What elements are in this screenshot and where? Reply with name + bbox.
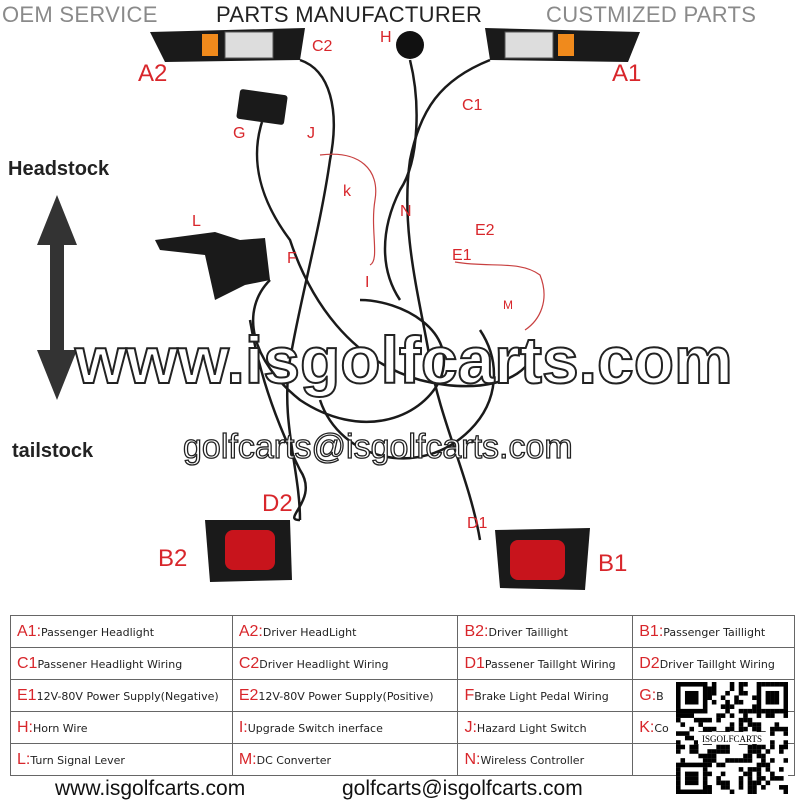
label-a2: A2: [138, 60, 168, 87]
part-code: L:: [17, 750, 31, 768]
part-description: Hazard Light Switch: [476, 721, 587, 735]
label-b2: B2: [158, 545, 188, 572]
part-description: DC Converter: [256, 753, 332, 767]
label-m: M: [503, 298, 513, 312]
label-a1: A1: [612, 60, 642, 87]
part-description: B: [656, 689, 664, 703]
part-code: K:: [639, 718, 655, 736]
wiring-diagram: [37, 28, 640, 590]
wire-harness: [248, 58, 532, 541]
turn-signal-lever: [155, 232, 270, 300]
label-e2: E2: [475, 222, 495, 239]
table-cell: D1Passener Taillght Wiring: [457, 647, 634, 680]
table-cell: C1Passener Headlight Wiring: [10, 647, 233, 680]
headlight-a2: [150, 28, 305, 62]
footer-site: www.isgolfcarts.com: [55, 777, 246, 800]
part-code: G:: [639, 686, 657, 704]
taillight-b1: [495, 528, 590, 590]
table-cell: M:DC Converter: [231, 743, 459, 776]
part-code: C1: [17, 654, 38, 672]
part-description: 12V-80V Power Supply(Negative): [36, 689, 219, 703]
part-code: E1: [17, 686, 37, 704]
label-e1: E1: [452, 247, 472, 264]
part-code: A1:: [17, 622, 42, 640]
part-description: Brake Light Pedal Wiring: [474, 689, 609, 703]
table-cell: FBrake Light Pedal Wiring: [457, 679, 634, 712]
tailstock-label: tailstock: [12, 440, 94, 462]
table-cell: J:Hazard Light Switch: [457, 711, 634, 744]
headstock-label: Headstock: [8, 158, 110, 180]
label-h: H: [380, 29, 392, 46]
label-n: N: [400, 203, 412, 220]
part-code: I:: [238, 718, 248, 736]
part-code: M:: [238, 750, 257, 768]
label-j: J: [307, 125, 315, 142]
part-description: Driver Taillght Wiring: [659, 657, 775, 671]
part-description: Passenger Headlight: [41, 625, 155, 639]
part-code: C2: [238, 654, 260, 672]
footer-email: golfcarts@isgolfcarts.com: [342, 777, 583, 800]
label-f: F: [287, 250, 297, 267]
part-description: Co: [654, 721, 669, 735]
part-description: 12V-80V Power Supply(Positive): [258, 689, 434, 703]
part-code: H:: [17, 718, 33, 736]
table-cell: N:Wireless Controller: [457, 743, 634, 776]
header-parts-manufacturer: PARTS MANUFACTURER: [216, 2, 483, 27]
part-description: Driver Headlight Wiring: [259, 657, 389, 671]
part-description: Driver Taillight: [488, 625, 568, 639]
part-description: Driver HeadLight: [262, 625, 357, 639]
part-code: A2:: [238, 622, 263, 640]
part-description: Passenger Taillight: [663, 625, 766, 639]
label-b1: B1: [598, 550, 628, 577]
label-c1: C1: [462, 97, 483, 114]
table-cell: I:Upgrade Switch inerface: [231, 711, 459, 744]
label-i: I: [365, 274, 370, 291]
part-code: E2: [238, 686, 259, 704]
table-cell: L:Turn Signal Lever: [10, 743, 233, 776]
part-code: F: [464, 686, 475, 704]
label-c2: C2: [312, 38, 333, 55]
label-d1: D1: [467, 515, 488, 532]
header-oem-service: OEM SERVICE: [2, 2, 158, 27]
label-k: k: [343, 183, 351, 200]
table-cell: E212V-80V Power Supply(Positive): [231, 679, 459, 712]
part-description: Wireless Controller: [480, 753, 585, 767]
horn: [396, 31, 424, 59]
qr-label: ISGOLFCARTS: [702, 734, 762, 744]
table-cell: H:Horn Wire: [10, 711, 233, 744]
part-code: D2: [639, 654, 660, 672]
table-cell: E112V-80V Power Supply(Negative): [10, 679, 233, 712]
part-code: B1:: [639, 622, 664, 640]
watermark-site: www.isgolfcarts.com: [74, 322, 734, 398]
table-cell: D2Driver Taillght Wiring: [632, 647, 795, 680]
label-d2: D2: [262, 490, 293, 517]
table-cell: B1:Passenger Taillight: [632, 615, 795, 648]
table-cell: A2:Driver HeadLight: [231, 615, 459, 648]
part-description: Horn Wire: [33, 721, 88, 735]
part-code: J:: [464, 718, 477, 736]
part-code: D1: [464, 654, 485, 672]
taillight-b2: [205, 520, 292, 582]
table-cell: A1:Passenger Headlight: [10, 615, 233, 648]
part-code: N:: [464, 750, 481, 768]
brake-pedal-switch: [236, 89, 288, 125]
part-code: B2:: [464, 622, 489, 640]
part-description: Turn Signal Lever: [30, 753, 125, 767]
table-cell: B2:Driver Taillight: [457, 615, 634, 648]
watermark-email: golfcarts@isgolfcarts.com: [182, 427, 573, 466]
part-description: Passener Headlight Wiring: [37, 657, 183, 671]
headlight-a1: [485, 28, 640, 62]
part-description: Upgrade Switch inerface: [247, 721, 383, 735]
table-cell: C2Driver Headlight Wiring: [231, 647, 459, 680]
label-l: L: [192, 213, 201, 230]
header-customized-parts: CUSTMIZED PARTS: [546, 2, 757, 27]
part-description: Passener Taillght Wiring: [484, 657, 616, 671]
qr-code: ISGOLFCARTS: [676, 682, 789, 795]
label-g: G: [233, 125, 246, 142]
direction-arrow: [37, 195, 77, 400]
